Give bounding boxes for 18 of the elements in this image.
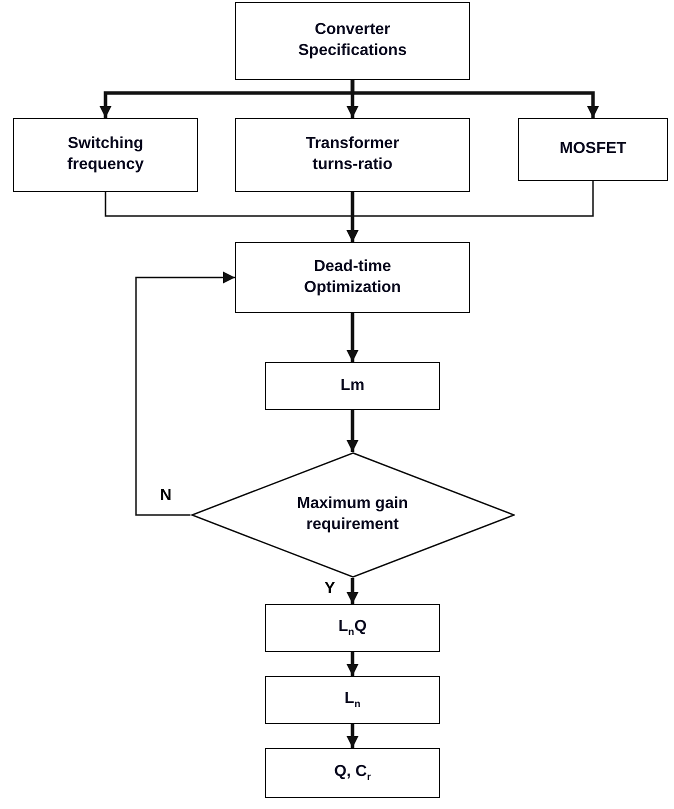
arrow xyxy=(346,313,358,362)
process-box: Lm xyxy=(265,362,440,410)
arrow xyxy=(350,80,599,118)
process-box: L$_{n}$ xyxy=(265,676,440,724)
arrow xyxy=(346,724,358,748)
process-box: Q, C$_{r}$ xyxy=(265,748,440,798)
process-box: Converter Specifications xyxy=(235,2,470,80)
process-box: Transformer turns-ratio xyxy=(235,118,470,192)
process-box: Switching frequency xyxy=(13,118,198,192)
arrow xyxy=(346,578,358,604)
process-box: L$_{n}$Q xyxy=(265,604,440,652)
arrow xyxy=(346,410,358,452)
process-box: MOSFET xyxy=(518,118,668,181)
arrow xyxy=(135,272,235,516)
arrow xyxy=(346,652,358,676)
arrow xyxy=(346,181,594,242)
decision-text: Maximum gain requirement xyxy=(296,494,410,535)
process-box: Dead-time Optimization xyxy=(235,242,470,313)
